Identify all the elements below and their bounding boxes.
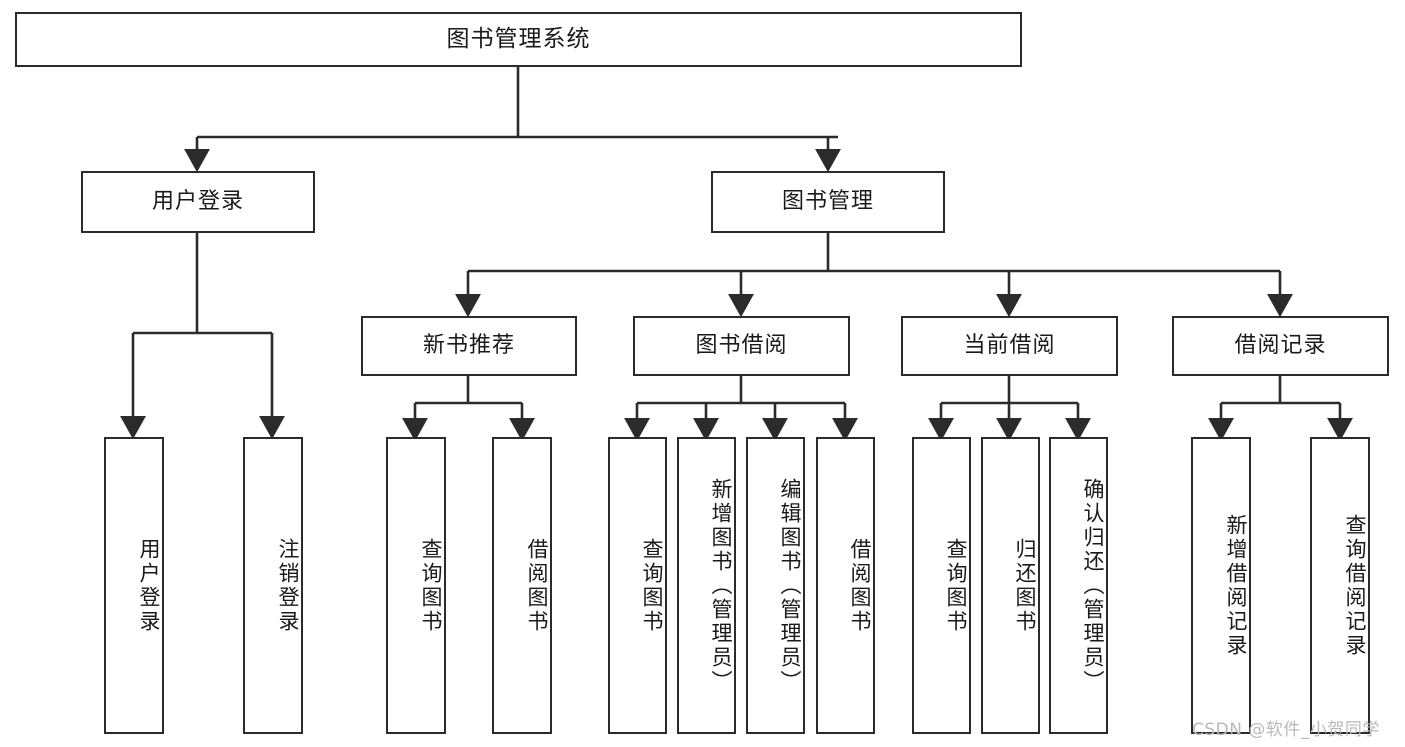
node-book-borrow-label: 图书借阅 xyxy=(695,332,788,358)
node-user-login-label: 用户登录 xyxy=(151,188,244,214)
node-leaf-query-book-2[interactable]: 查询图书 xyxy=(608,437,667,734)
node-user-login[interactable]: 用户登录 xyxy=(81,171,315,233)
node-leaf-query-book-2-label: 查询图书 xyxy=(640,537,664,634)
node-leaf-edit-book-label: 编辑图书（管理员） xyxy=(778,477,802,694)
node-leaf-add-record[interactable]: 新增借阅记录 xyxy=(1191,437,1251,734)
node-leaf-edit-book[interactable]: 编辑图书（管理员） xyxy=(746,437,805,734)
node-leaf-user-login-label: 用户登录 xyxy=(137,537,161,634)
node-leaf-add-record-label: 新增借阅记录 xyxy=(1224,513,1248,658)
node-root[interactable]: 图书管理系统 xyxy=(15,12,1022,67)
node-leaf-add-book[interactable]: 新增图书（管理员） xyxy=(677,437,736,734)
node-leaf-confirm-return[interactable]: 确认归还（管理员） xyxy=(1049,437,1108,734)
node-book-manage[interactable]: 图书管理 xyxy=(711,171,945,233)
node-leaf-borrow-book-1-label: 借阅图书 xyxy=(525,537,549,634)
node-book-borrow[interactable]: 图书借阅 xyxy=(633,316,850,376)
node-borrow-record[interactable]: 借阅记录 xyxy=(1172,316,1389,376)
node-new-book-recommend-label: 新书推荐 xyxy=(422,332,515,358)
node-leaf-query-book-1-label: 查询图书 xyxy=(419,537,443,634)
node-leaf-query-record-label: 查询借阅记录 xyxy=(1343,513,1367,658)
node-book-manage-label: 图书管理 xyxy=(781,188,874,214)
node-leaf-confirm-return-label: 确认归还（管理员） xyxy=(1081,477,1105,694)
watermark-text: CSDN @软件_小贺同学 xyxy=(1192,720,1380,740)
node-borrow-record-label: 借阅记录 xyxy=(1234,332,1327,358)
node-leaf-borrow-book-1[interactable]: 借阅图书 xyxy=(492,437,552,734)
node-leaf-return-book[interactable]: 归还图书 xyxy=(981,437,1040,734)
node-leaf-query-book-3[interactable]: 查询图书 xyxy=(912,437,971,734)
node-leaf-logout-login[interactable]: 注销登录 xyxy=(243,437,303,734)
node-leaf-logout-login-label: 注销登录 xyxy=(276,537,300,634)
node-leaf-query-book-1[interactable]: 查询图书 xyxy=(386,437,446,734)
node-current-borrow[interactable]: 当前借阅 xyxy=(901,316,1118,376)
node-leaf-add-book-label: 新增图书（管理员） xyxy=(709,477,733,694)
node-leaf-user-login[interactable]: 用户登录 xyxy=(104,437,164,734)
node-root-label: 图书管理系统 xyxy=(446,25,591,52)
node-leaf-borrow-book-2-label: 借阅图书 xyxy=(848,537,872,634)
node-leaf-query-record[interactable]: 查询借阅记录 xyxy=(1310,437,1370,734)
node-leaf-return-book-label: 归还图书 xyxy=(1013,537,1037,634)
node-current-borrow-label: 当前借阅 xyxy=(963,332,1056,358)
node-leaf-borrow-book-2[interactable]: 借阅图书 xyxy=(816,437,875,734)
node-new-book-recommend[interactable]: 新书推荐 xyxy=(361,316,577,376)
node-leaf-query-book-3-label: 查询图书 xyxy=(944,537,968,634)
